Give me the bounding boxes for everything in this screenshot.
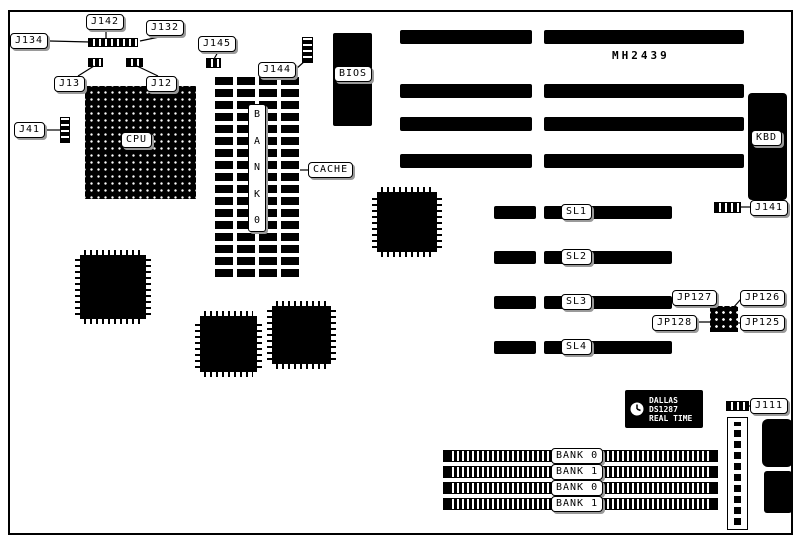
jumper-label-j144: J144 — [258, 62, 297, 78]
rtc-chip: DALLAS DS1287 REAL TIME — [625, 390, 703, 428]
sl2-slot-left — [494, 251, 536, 264]
isa-slot-2-left — [400, 84, 532, 98]
bios-label: BIOS — [334, 66, 373, 82]
jumper-label-j12: J12 — [146, 76, 178, 92]
j141-connector — [714, 202, 741, 213]
qfp-chip-3 — [195, 311, 262, 377]
sl4-slot-left — [494, 341, 536, 354]
jumper-label-jp128: JP128 — [652, 315, 698, 331]
slot-label-sl2: SL2 — [561, 249, 593, 265]
top-left-pin-header — [88, 38, 138, 47]
slot-label-sl4: SL4 — [561, 339, 593, 355]
jumper-label-jp125: JP125 — [740, 315, 786, 331]
slot-label-sl3: SL3 — [561, 294, 593, 310]
simm-bank-label-2: BANK 1 — [551, 464, 604, 480]
bank0-letter: 0 — [253, 215, 261, 226]
slot-label-sl1: SL1 — [561, 204, 593, 220]
bank0-label: B A N K 0 — [248, 104, 266, 232]
j13-connector — [88, 58, 103, 67]
cpu-label: CPU — [121, 132, 153, 148]
isa-slot-2-right — [544, 84, 744, 98]
bank0-letter: N — [253, 162, 261, 173]
cache-label: CACHE — [308, 162, 354, 178]
power-connector — [727, 417, 748, 530]
qfp-chip-4 — [267, 301, 336, 369]
sl3-slot-left — [494, 296, 536, 309]
qfp-chip-1 — [372, 187, 442, 257]
clock-icon — [630, 402, 644, 416]
jumper-label-j13: J13 — [54, 76, 86, 92]
j111-connector — [726, 401, 749, 411]
j145-connector — [206, 58, 221, 68]
board-model-label: MH2439 — [612, 49, 670, 62]
kbd-chip — [748, 93, 787, 200]
j144-connector — [302, 37, 313, 63]
jumper-label-j41: J41 — [14, 122, 46, 138]
isa-slot-3-left — [400, 117, 532, 131]
bank0-letter: B — [253, 109, 261, 120]
sl1-slot-left — [494, 206, 536, 219]
j41-connector — [60, 117, 70, 143]
jumper-label-jp126: JP126 — [740, 290, 786, 306]
bank0-letter: A — [253, 135, 261, 147]
simm-bank-label-1: BANK 0 — [551, 448, 604, 464]
isa-slot-4-right — [544, 154, 744, 168]
jumper-label-j132: J132 — [146, 20, 185, 36]
jumper-label-j134: J134 — [10, 33, 49, 49]
simm-bank-label-3: BANK 0 — [551, 480, 604, 496]
jumper-label-j141: J141 — [750, 200, 789, 216]
isa-slot-1-left — [400, 30, 532, 44]
isa-slot-4-left — [400, 154, 532, 168]
rtc-part: DS1287 — [649, 404, 678, 414]
isa-slot-1-right — [544, 30, 744, 44]
qfp-chip-2 — [75, 250, 151, 324]
jumper-label-j142: J142 — [86, 14, 125, 30]
bank0-letter: K — [253, 188, 261, 200]
jp-pin-block — [710, 306, 738, 332]
rtc-type: REAL TIME — [649, 413, 693, 423]
aux-connector — [764, 471, 792, 513]
j12-connector — [126, 58, 143, 67]
kbd-label: KBD — [751, 130, 783, 146]
simm-bank-label-4: BANK 1 — [551, 496, 604, 512]
isa-slot-3-right — [544, 117, 744, 131]
din-connector — [762, 419, 793, 467]
jumper-label-j111: J111 — [750, 398, 789, 414]
rtc-brand: DALLAS — [649, 395, 678, 405]
jumper-label-j145: J145 — [198, 36, 237, 52]
jumper-label-jp127: JP127 — [672, 290, 718, 306]
